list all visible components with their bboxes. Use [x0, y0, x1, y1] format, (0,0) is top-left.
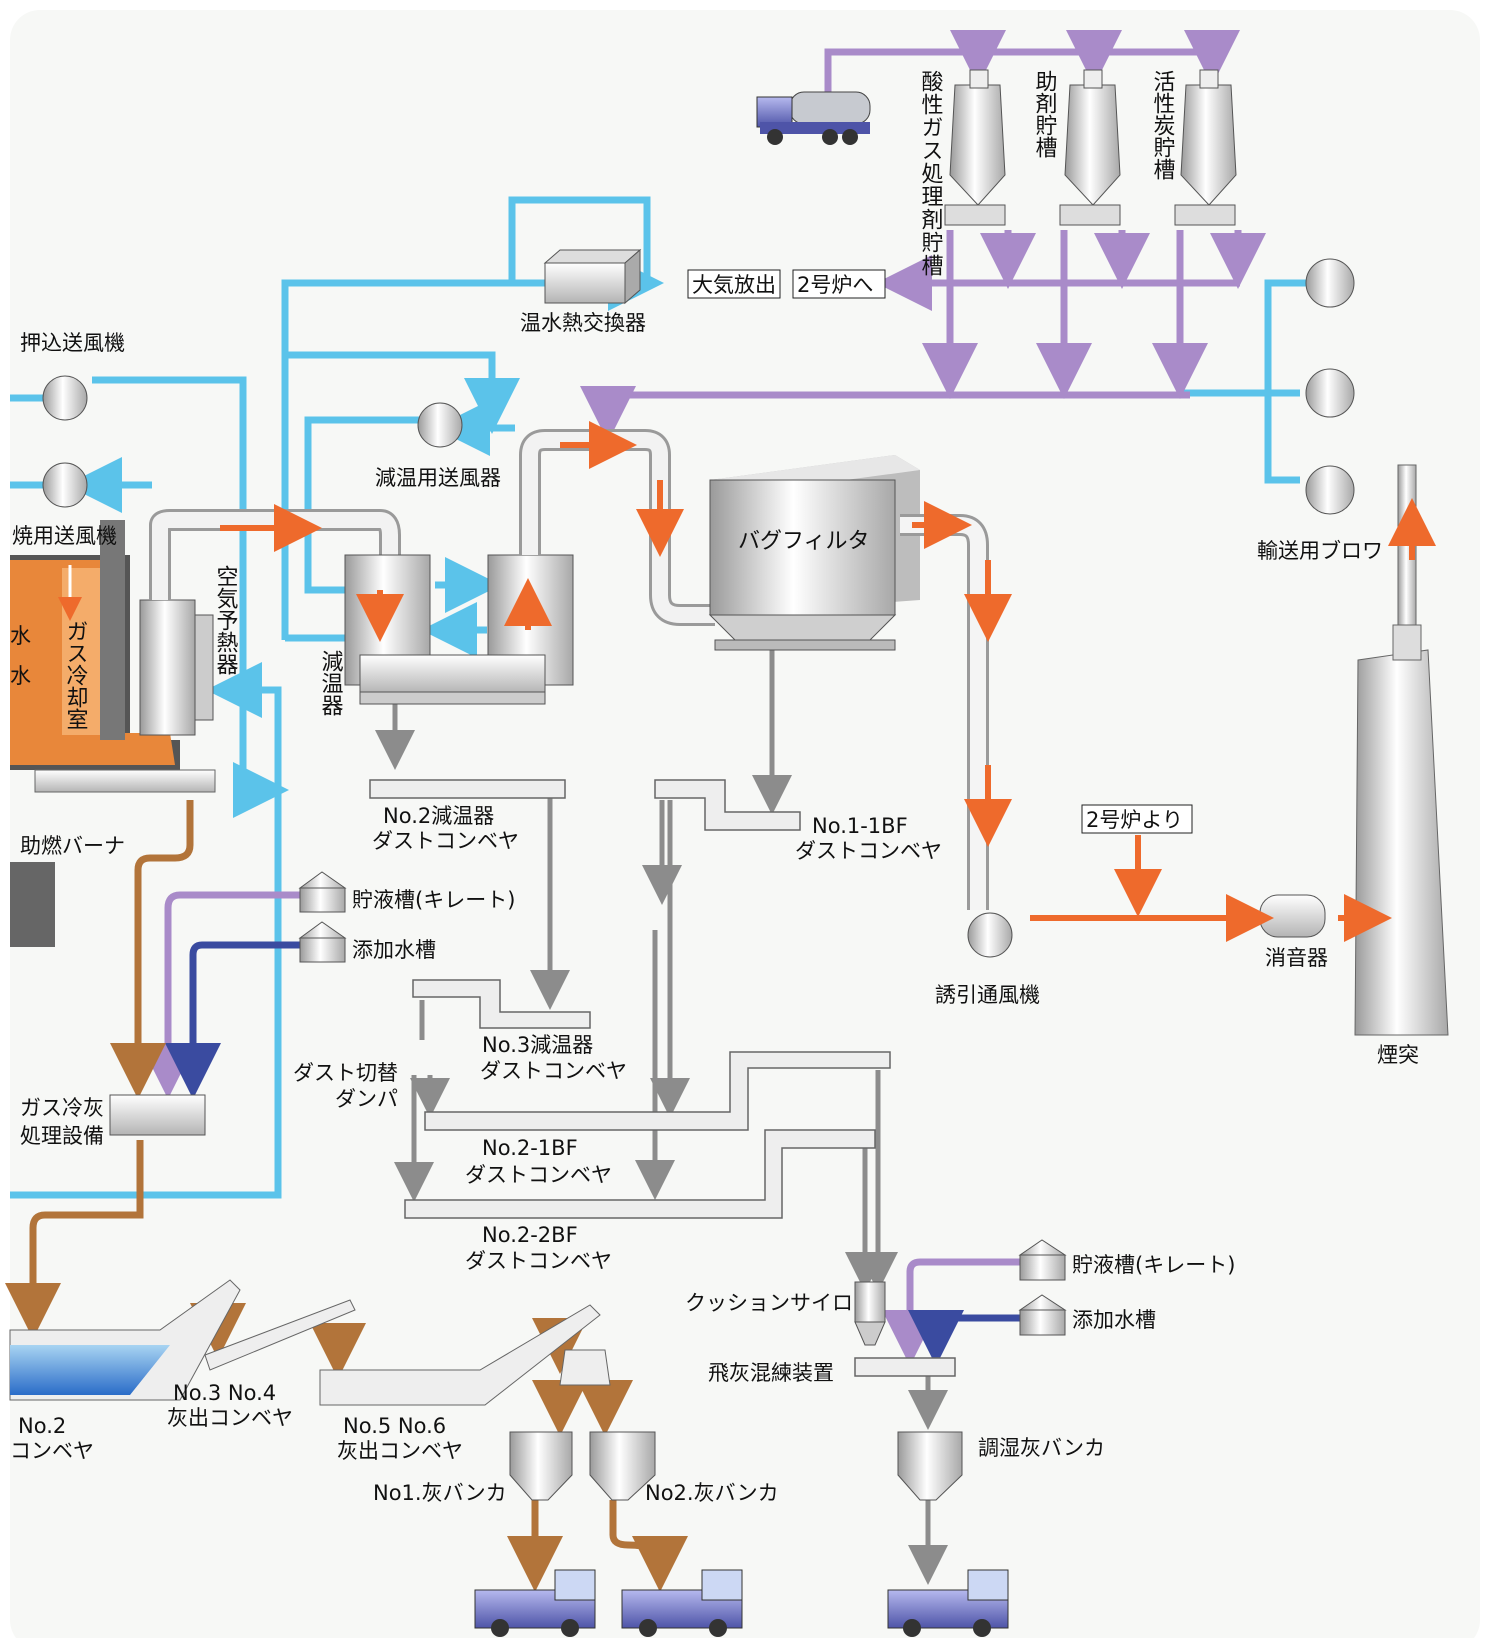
label-water-b: 水 — [10, 664, 31, 688]
dump-truck-icon — [474, 1569, 1009, 1637]
ash-lines — [5, 800, 688, 1592]
label-acid-tank: 酸性ガス処理剤貯槽 — [918, 70, 944, 277]
label-no56-conv-1: No.5 No.6 — [343, 1414, 446, 1438]
label-ash-bunker-1: No1.灰バンカ — [373, 1481, 507, 1505]
label-fly-ash-mixer: 飛灰混練装置 — [708, 1361, 834, 1385]
labels: 酸性ガス処理剤貯槽 助剤貯槽 活性炭貯槽 大気放出 2号炉へ 2号炉より 温水熱… — [10, 70, 1419, 1505]
label-aux-burner: 助燃バーナ — [20, 834, 125, 858]
label-no2-reducer-conv-1: No.2減温器 — [383, 804, 494, 828]
label-additive-tank-1: 添加水槽 — [352, 938, 436, 962]
label-carbon-tank: 活性炭貯槽 — [1150, 70, 1176, 180]
label-cooling-fan: 減温用送風器 — [375, 466, 501, 490]
silencer-unit — [1259, 894, 1326, 938]
gas-flow-arrows — [58, 421, 1436, 942]
label-temp-reducer: 減温器 — [318, 650, 344, 716]
aux-burner-box — [10, 862, 55, 947]
label-additive-tank-2: 添加水槽 — [1072, 1308, 1156, 1332]
label-no2-reducer-conv-2: ダストコンベヤ — [372, 829, 519, 853]
label-water-a: 水 — [10, 624, 31, 648]
label-humid-ash-bunker: 調湿灰バンカ — [978, 1436, 1105, 1460]
label-no34-conv-1: No.3 No.4 — [173, 1381, 276, 1405]
gas-ash-unit — [109, 1094, 206, 1136]
bag-filter — [708, 455, 989, 910]
label-no3-reducer-conv-1: No.3減温器 — [482, 1033, 593, 1057]
label-no11bf-conv-2: ダストコンベヤ — [795, 839, 942, 863]
silo-icon — [944, 69, 1237, 226]
label-bag-filter: バグフィルタ — [738, 529, 870, 554]
label-from-furnace2: 2号炉より — [1086, 808, 1183, 832]
label-cushion-silo: クッションサイロ — [685, 1291, 853, 1315]
label-gas-ash-1: ガス冷灰 — [20, 1096, 104, 1120]
label-dust-damper-2: ダンパ — [335, 1087, 398, 1111]
label-liquid-tank-2: 貯液槽(キレート) — [1072, 1253, 1235, 1277]
label-to-furnace2: 2号炉へ — [797, 273, 873, 297]
label-no22bf-conv-1: No.2-2BF — [482, 1223, 578, 1247]
label-no2-conv-1: No.2 — [18, 1414, 66, 1438]
hot-water-exchanger — [543, 248, 642, 305]
label-no21bf-conv-2: ダストコンベヤ — [465, 1163, 612, 1187]
label-ash-bunker-2: No2.灰バンカ — [645, 1481, 779, 1505]
fan-icon — [42, 258, 1355, 958]
label-induced-fan: 誘引通風機 — [935, 983, 1040, 1007]
label-no3-reducer-conv-2: ダストコンベヤ — [480, 1059, 627, 1083]
label-no2-conv-2: コンベヤ — [10, 1439, 94, 1463]
box-from-furnace2 — [1081, 804, 1193, 834]
label-push-fan: 押込送風機 — [20, 331, 125, 355]
label-air-preheater: 空気予熱器 — [213, 565, 239, 675]
label-dust-damper-1: ダスト切替 — [293, 1061, 398, 1085]
ash-bunkers — [509, 1431, 963, 1501]
label-no22bf-conv-2: ダストコンベヤ — [465, 1249, 612, 1273]
label-atmos-release: 大気放出 — [692, 273, 776, 297]
chemical-lines — [140, 30, 1266, 1366]
label-aux-tank: 助剤貯槽 — [1032, 70, 1058, 158]
cushion-silo — [854, 1281, 886, 1346]
ash-pit — [9, 1279, 611, 1406]
small-tanks — [298, 871, 1067, 1336]
label-incin-fan: 焼用送風機 — [12, 524, 117, 548]
label-gas-cooling-room: ガス冷却室 — [63, 620, 89, 730]
label-no21bf-conv-1: No.2-1BF — [482, 1136, 578, 1160]
box-to-furnace2 — [792, 269, 886, 299]
tank-truck-icon — [756, 91, 871, 145]
label-blower: 輸送用ブロワ — [1257, 539, 1383, 563]
box-atmos — [687, 269, 781, 299]
conveyors — [369, 779, 956, 1377]
label-no11bf-conv-1: No.1-1BF — [812, 814, 908, 838]
dust-lines — [375, 650, 948, 1585]
temp-reducer — [344, 429, 715, 705]
label-no34-conv-2: 灰出コンベヤ — [167, 1406, 293, 1430]
label-hot-water-hx: 温水熱交換器 — [520, 311, 646, 335]
label-gas-ash-2: 処理設備 — [20, 1124, 104, 1148]
label-chimney: 煙突 — [1377, 1043, 1419, 1067]
label-liquid-tank-1: 貯液槽(キレート) — [352, 888, 515, 912]
label-no56-conv-2: 灰出コンベヤ — [337, 1439, 463, 1463]
label-silencer: 消音器 — [1265, 946, 1328, 970]
